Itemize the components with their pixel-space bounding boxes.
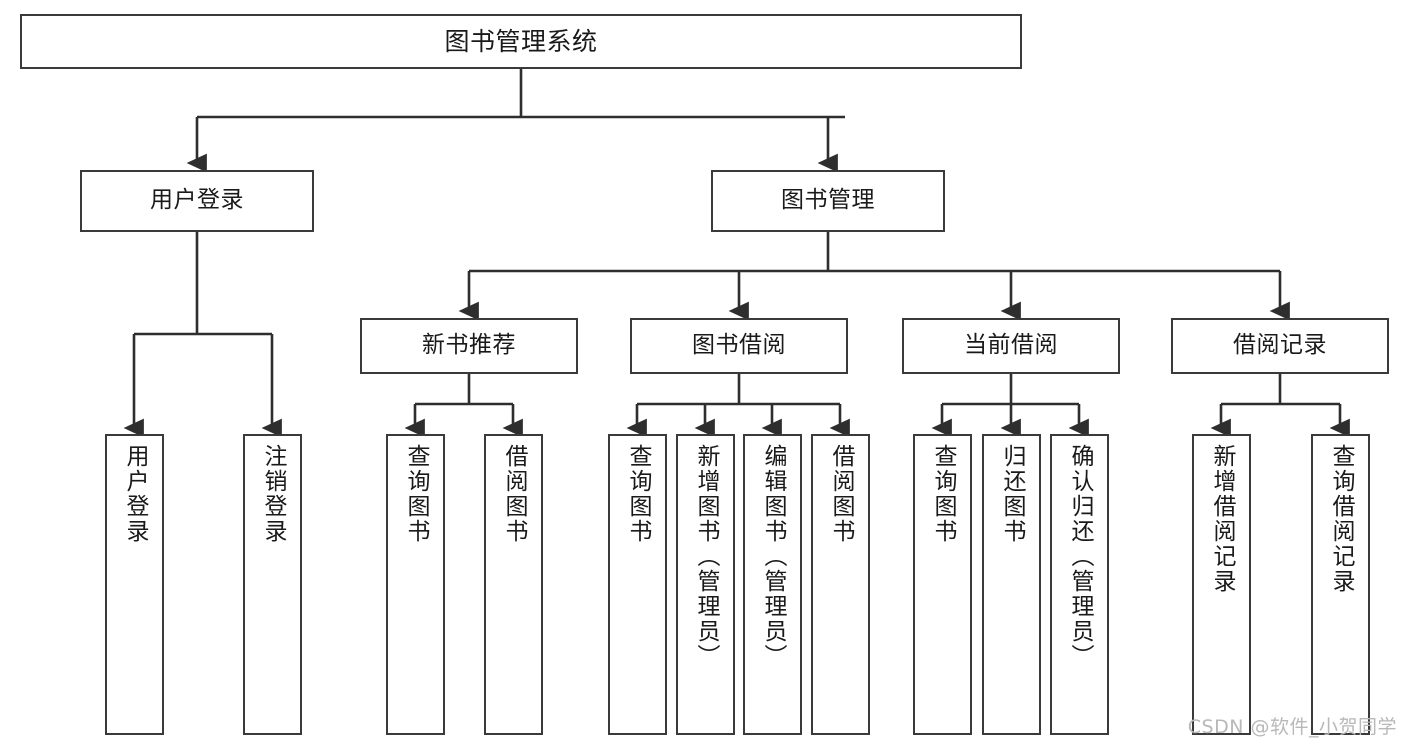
leaf-add-borrow-record[interactable]: 新增借阅记录 bbox=[1192, 434, 1251, 735]
leaf-borrow-book-recommend[interactable]: 借阅图书 bbox=[484, 434, 543, 735]
node-current-borrow[interactable]: 当前借阅 bbox=[902, 318, 1120, 374]
node-label: 图书管理 bbox=[781, 187, 875, 214]
node-label: 借阅图书 bbox=[828, 444, 854, 544]
node-borrow-record[interactable]: 借阅记录 bbox=[1171, 318, 1389, 374]
node-book-borrow[interactable]: 图书借阅 bbox=[630, 318, 848, 374]
node-root-system[interactable]: 图书管理系统 bbox=[20, 14, 1022, 69]
node-label: 查询图书 bbox=[625, 444, 651, 544]
node-label: 用户登录 bbox=[150, 187, 244, 214]
node-label: 查询图书 bbox=[930, 444, 956, 544]
node-label: 借阅图书 bbox=[501, 444, 527, 544]
leaf-query-book-current[interactable]: 查询图书 bbox=[913, 434, 972, 735]
node-label: 图书管理系统 bbox=[444, 26, 598, 56]
leaf-query-borrow-record[interactable]: 查询借阅记录 bbox=[1311, 434, 1370, 735]
node-label: 当前借阅 bbox=[964, 332, 1058, 359]
node-label: 图书借阅 bbox=[692, 332, 786, 359]
leaf-query-book-borrow[interactable]: 查询图书 bbox=[608, 434, 667, 735]
node-label: 新增借阅记录 bbox=[1209, 444, 1235, 594]
node-label: 借阅记录 bbox=[1233, 332, 1327, 359]
node-label: 确认归还（管理员） bbox=[1067, 444, 1093, 669]
leaf-confirm-return[interactable]: 确认归还（管理员） bbox=[1050, 434, 1109, 735]
watermark-text: CSDN @软件_小贺同学 bbox=[1187, 716, 1397, 738]
node-label: 查询图书 bbox=[403, 444, 429, 544]
leaf-logout[interactable]: 注销登录 bbox=[243, 434, 302, 735]
leaf-borrow-book[interactable]: 借阅图书 bbox=[811, 434, 870, 735]
node-label: 查询借阅记录 bbox=[1328, 444, 1354, 594]
node-label: 新书推荐 bbox=[422, 332, 516, 359]
node-label: 用户登录 bbox=[122, 444, 148, 544]
node-book-management[interactable]: 图书管理 bbox=[711, 170, 945, 232]
node-label: 归还图书 bbox=[999, 444, 1025, 544]
node-label: 新增图书（管理员） bbox=[693, 444, 719, 669]
leaf-user-login[interactable]: 用户登录 bbox=[105, 434, 164, 735]
node-user-login[interactable]: 用户登录 bbox=[80, 170, 314, 232]
leaf-query-book-recommend[interactable]: 查询图书 bbox=[386, 434, 445, 735]
leaf-add-book[interactable]: 新增图书（管理员） bbox=[676, 434, 735, 735]
node-label: 注销登录 bbox=[260, 444, 286, 544]
node-new-book-recommend[interactable]: 新书推荐 bbox=[360, 318, 578, 374]
leaf-return-book[interactable]: 归还图书 bbox=[982, 434, 1041, 735]
node-label: 编辑图书（管理员） bbox=[760, 444, 786, 669]
leaf-edit-book[interactable]: 编辑图书（管理员） bbox=[743, 434, 802, 735]
